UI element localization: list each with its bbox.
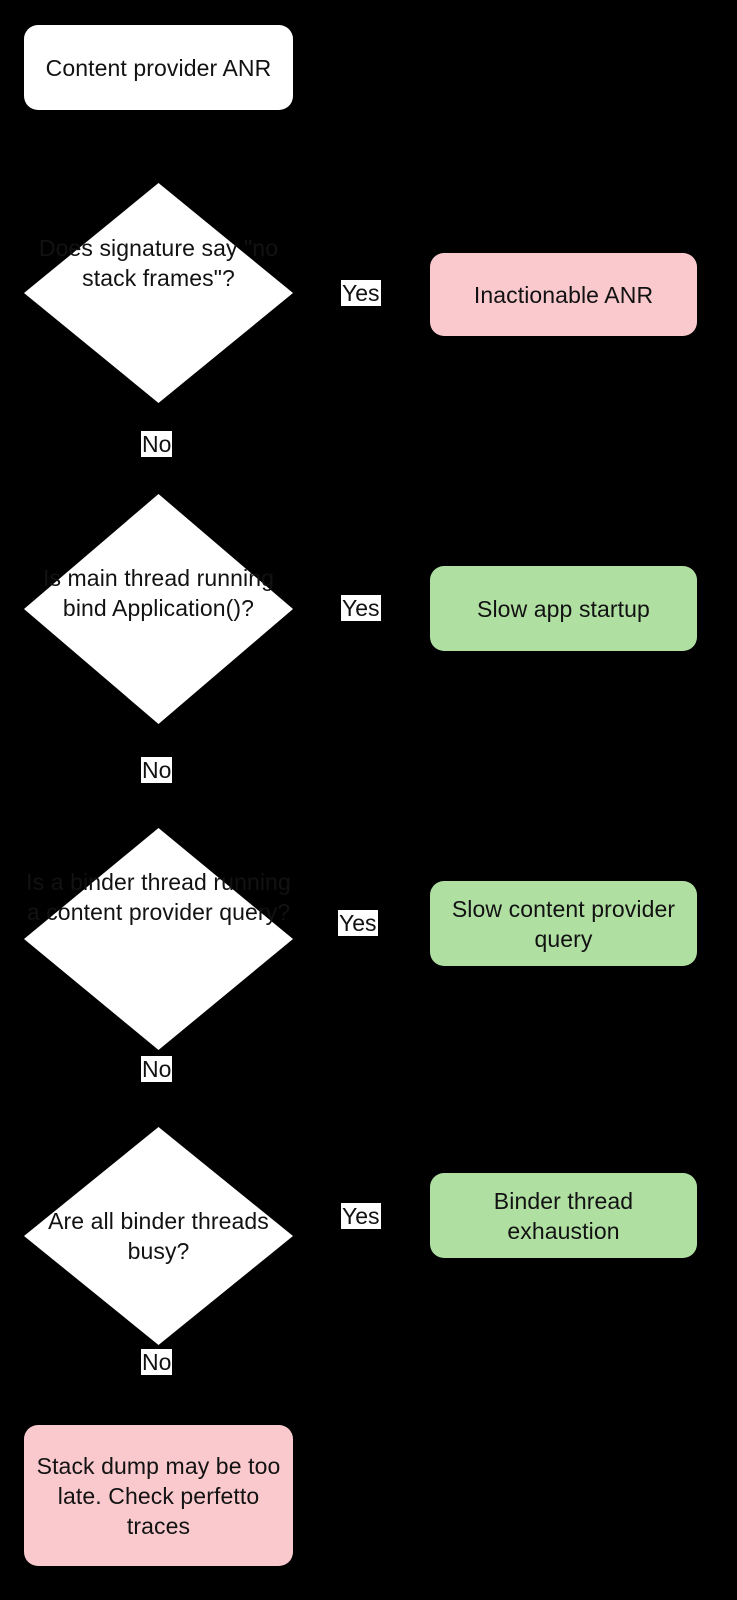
node-decision-no-stack-frames[interactable]: Does signature say "no stack frames"? (24, 183, 293, 403)
edge-label-decision-3-yes: Yes (338, 910, 378, 936)
node-label: Inactionable ANR (473, 281, 654, 308)
edge-label-decision-3-no: No (141, 1056, 173, 1082)
edge-label-decision-4-yes: Yes (341, 1203, 381, 1229)
connector-decision-3-no (157, 1050, 159, 1127)
edge-label-decision-1-no: No (141, 431, 173, 457)
diamond-shape (24, 1127, 293, 1345)
node-decision-bind-application[interactable]: Is main thread running bind Application(… (24, 494, 293, 724)
connector-decision-4-no (157, 1345, 159, 1425)
node-binder-thread-exhaustion[interactable]: Binder thread exhaustion (430, 1173, 697, 1258)
node-label: Stack dump may be too late. Check perfet… (36, 1452, 281, 1539)
diamond-shape (24, 494, 293, 724)
node-inactionable-anr[interactable]: Inactionable ANR (430, 253, 697, 336)
edge-label-decision-4-no: No (141, 1349, 173, 1375)
connector-start-to-decision-1 (157, 110, 159, 183)
node-slow-content-provider-query[interactable]: Slow content provider query (430, 881, 697, 966)
node-content-provider-anr[interactable]: Content provider ANR (24, 25, 293, 110)
node-label: Content provider ANR (45, 54, 272, 81)
diamond-shape (24, 183, 293, 403)
edge-label-decision-2-yes: Yes (341, 595, 381, 621)
edge-label-decision-1-yes: Yes (341, 280, 381, 306)
edge-label-decision-2-no: No (141, 757, 173, 783)
node-label: Slow app startup (477, 595, 650, 622)
diamond-shape (24, 828, 293, 1050)
node-stack-dump-too-late[interactable]: Stack dump may be too late. Check perfet… (24, 1425, 293, 1566)
node-slow-app-startup[interactable]: Slow app startup (430, 566, 697, 651)
node-decision-all-binder-threads-busy[interactable]: Are all binder threads busy? (24, 1127, 293, 1345)
node-decision-binder-thread-query[interactable]: Is a binder thread running a content pro… (24, 828, 293, 1050)
node-label: Binder thread exhaustion (493, 1187, 634, 1244)
node-label: Slow content provider query (451, 895, 676, 952)
